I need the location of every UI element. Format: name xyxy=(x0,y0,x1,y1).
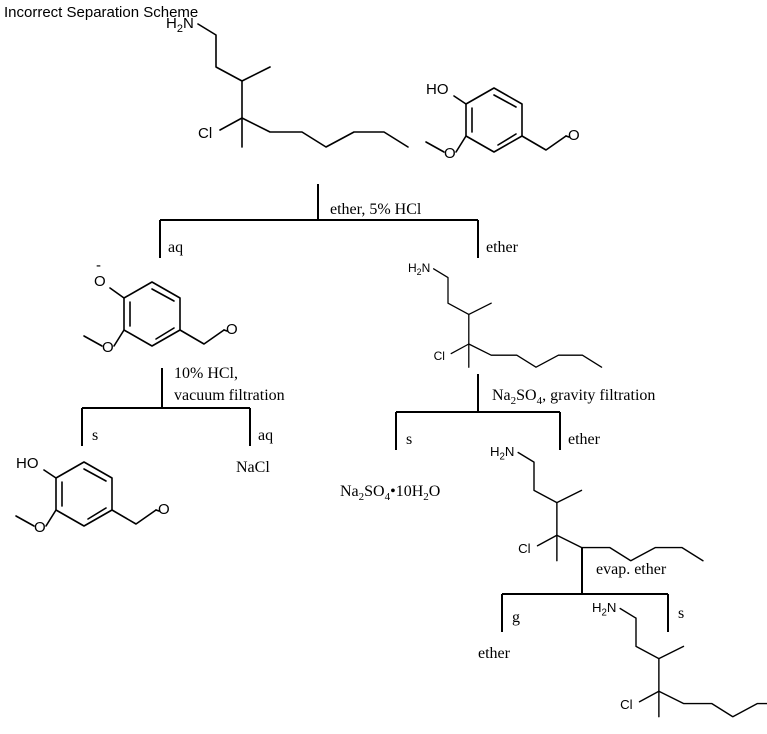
amine-molecule-top: H2N Cl xyxy=(166,15,409,148)
amine-molecule-final: H2N Cl xyxy=(592,600,767,718)
ether-product: ether xyxy=(478,645,511,662)
vanillin-molecule-solid: HO O O xyxy=(15,455,170,536)
svg-text:O: O xyxy=(158,501,170,518)
step2-right-label: aq xyxy=(258,427,273,444)
nacl-product: NaCl xyxy=(236,459,270,476)
amine-molecule-ether: H2N Cl xyxy=(408,261,603,368)
negative-charge: - xyxy=(96,257,101,274)
amine-molecule-dried: H2N Cl xyxy=(490,444,704,562)
step3-reagent: Na2SO4, gravity filtration xyxy=(492,387,655,407)
step3-split: Na2SO4, gravity filtration s ether Na2SO… xyxy=(340,374,655,503)
svg-text:O: O xyxy=(444,145,456,162)
svg-text:H2N: H2N xyxy=(490,444,514,463)
svg-text:HO: HO xyxy=(16,455,39,472)
svg-text:O: O xyxy=(226,321,238,338)
svg-text:O: O xyxy=(568,127,580,144)
step4-split: evap. ether g s ether xyxy=(478,548,684,662)
chloro-label: Cl xyxy=(198,125,212,142)
step2-reagent-line2: vacuum filtration xyxy=(174,387,285,404)
step1-left-label: aq xyxy=(168,239,183,256)
svg-text:H2N: H2N xyxy=(408,261,430,277)
phenoxide-molecule: O - O O xyxy=(83,257,238,356)
step4-reagent: evap. ether xyxy=(596,561,667,578)
sodium-sulfate-hydrate: Na2SO4•10H2O xyxy=(340,483,440,503)
svg-text:H2N: H2N xyxy=(166,15,194,35)
svg-text:Cl: Cl xyxy=(518,541,531,556)
step2-left-label: s xyxy=(92,427,98,444)
scheme-title: Incorrect Separation Scheme xyxy=(4,4,198,21)
step2-reagent-line1: 10% HCl, xyxy=(174,365,238,382)
step3-right-label: ether xyxy=(568,431,601,448)
vanillin-molecule-top: HO O O xyxy=(425,81,580,162)
svg-text:H2N: H2N xyxy=(592,600,616,619)
svg-text:Cl: Cl xyxy=(434,349,445,363)
step3-left-label: s xyxy=(406,431,412,448)
step4-left-label: g xyxy=(512,609,520,626)
step1-reagent: ether, 5% HCl xyxy=(330,201,422,218)
svg-text:O: O xyxy=(102,339,114,356)
step2-split: 10% HCl, vacuum filtration s aq NaCl xyxy=(81,365,285,476)
step1-right-label: ether xyxy=(486,239,519,256)
svg-text:HO: HO xyxy=(426,81,449,98)
step1-split: ether, 5% HCl aq ether xyxy=(159,184,519,258)
svg-text:O: O xyxy=(94,273,106,290)
step4-right-label: s xyxy=(678,605,684,622)
svg-text:Cl: Cl xyxy=(620,697,633,712)
svg-text:O: O xyxy=(34,519,46,536)
